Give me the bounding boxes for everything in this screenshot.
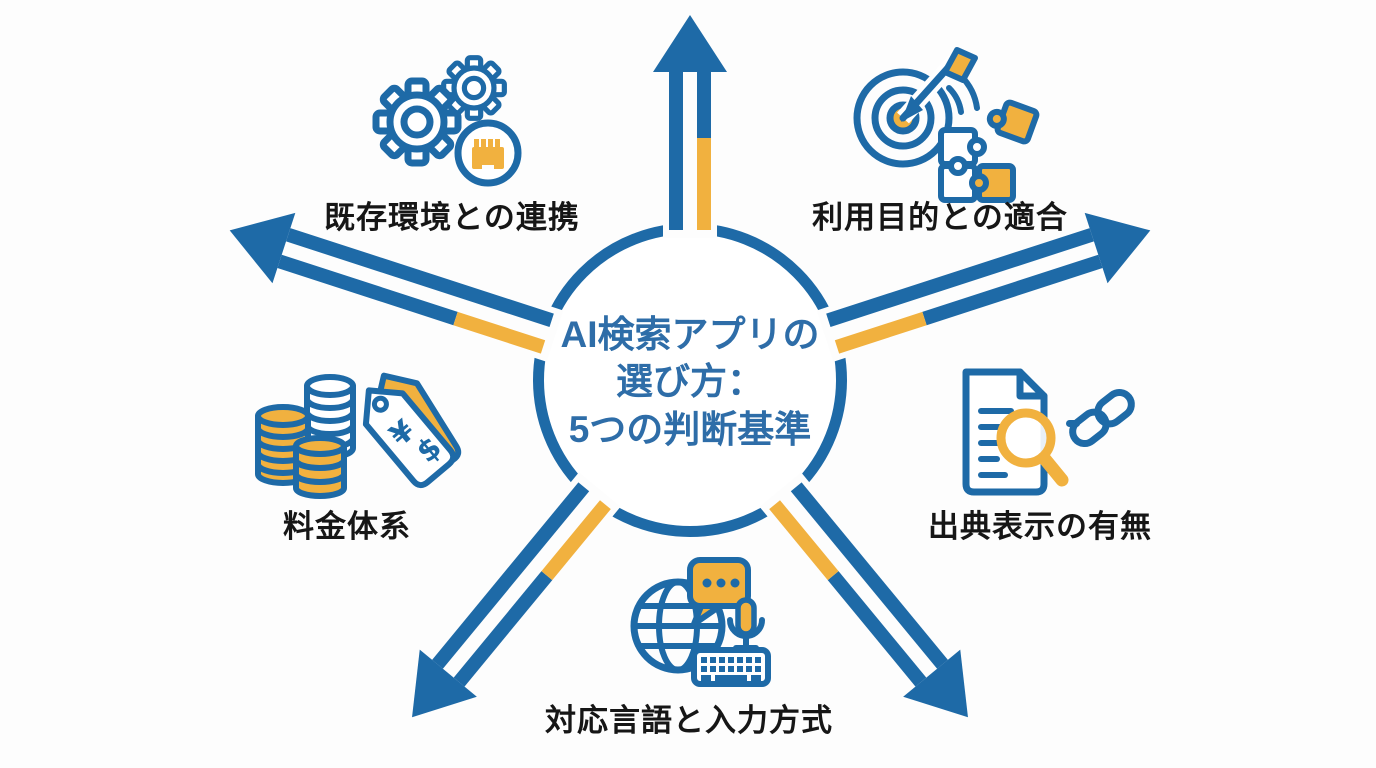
magnifier-icon xyxy=(996,408,1069,487)
target-icon xyxy=(853,47,980,168)
center-title: AI検索アプリの 選び方： 5つの判断基準 xyxy=(561,311,820,453)
coin-stack-icon xyxy=(293,435,347,499)
puzzle-pieces-icon xyxy=(938,99,1040,203)
arrow-lower-right xyxy=(759,472,968,718)
center-title-line: AI検索アプリの xyxy=(560,313,820,355)
arrow-top xyxy=(653,15,727,238)
center-title-line: 選び方： xyxy=(616,361,764,403)
keyboard-icon xyxy=(691,647,771,687)
label-purpose-fit: 利用目的との適合 xyxy=(812,200,1068,235)
label-existing-environment: 既存環境との連携 xyxy=(324,200,580,235)
gear-icon xyxy=(372,77,462,167)
document-search-link-icon xyxy=(962,368,1135,496)
price-tags-icon: ¥ $ xyxy=(362,372,462,489)
globe-speech-mic-keyboard-icon xyxy=(630,557,771,687)
speech-bubble-icon xyxy=(687,557,751,627)
gears-network-icon xyxy=(372,55,522,187)
target-puzzle-icon xyxy=(853,47,1040,203)
arrow-upper-right xyxy=(816,212,1151,362)
gear-icon xyxy=(441,55,507,121)
coins-price-tags-icon: ¥ $ xyxy=(255,372,462,499)
ethernet-port-icon xyxy=(454,119,522,187)
arrow-lower-left xyxy=(412,472,621,718)
label-source-display: 出典表示の有無 xyxy=(928,509,1152,544)
center-title-line: 5つの判断基準 xyxy=(568,408,812,450)
label-pricing: 料金体系 xyxy=(283,509,411,544)
label-language-input: 対応言語と入力方式 xyxy=(545,703,833,738)
arrow-fletching xyxy=(942,47,978,83)
link-icon xyxy=(1069,388,1135,448)
arrow-upper-left xyxy=(229,212,564,362)
